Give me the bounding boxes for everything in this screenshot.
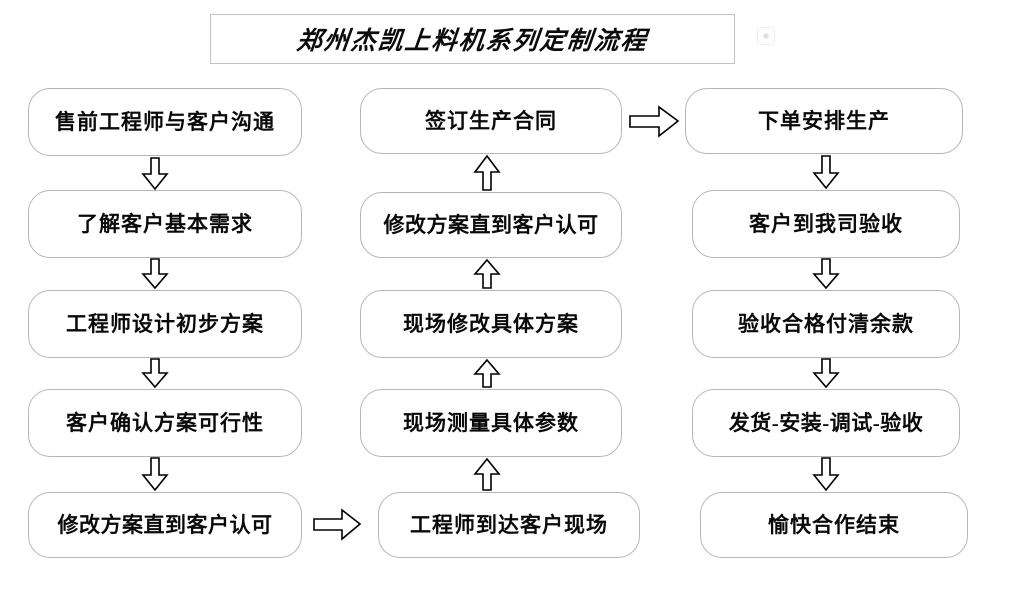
- arrow-down-l1-l2: [141, 157, 169, 191]
- node-m5[interactable]: 工程师到达客户现场: [378, 492, 640, 558]
- node-r1[interactable]: 下单安排生产: [685, 88, 963, 154]
- arrow-down-r2-r3: [812, 258, 840, 290]
- arrow-down-r4-r5: [812, 457, 840, 492]
- node-m1-label: 签订生产合同: [425, 108, 557, 133]
- node-r3[interactable]: 验收合格付清余款: [692, 290, 960, 358]
- arrow-down-l2-l3: [141, 258, 169, 290]
- arrow-down-l3-l4: [141, 358, 169, 389]
- node-l2-label: 了解客户基本需求: [77, 211, 253, 236]
- page-title: 郑州杰凯上料机系列定制流程: [295, 28, 650, 55]
- arrow-up-m3-m2: [473, 258, 501, 289]
- arrow-up-m2-m1: [473, 154, 501, 191]
- node-m4-label: 现场测量具体参数: [403, 410, 579, 435]
- node-m3[interactable]: 现场修改具体方案: [360, 290, 622, 358]
- node-m1[interactable]: 签订生产合同: [360, 88, 622, 154]
- node-r4-label: 发货-安装-调试-验收: [728, 410, 924, 435]
- node-l5[interactable]: 修改方案直到客户认可: [28, 492, 302, 558]
- node-l3[interactable]: 工程师设计初步方案: [28, 290, 302, 358]
- node-r1-label: 下单安排生产: [758, 108, 890, 133]
- node-m3-label: 现场修改具体方案: [403, 311, 579, 336]
- node-l2[interactable]: 了解客户基本需求: [28, 190, 302, 258]
- arrow-down-l4-l5: [141, 457, 169, 492]
- node-m2-label: 修改方案直到客户认可: [383, 212, 599, 237]
- node-m4[interactable]: 现场测量具体参数: [360, 389, 622, 457]
- chart-title-box: 郑州杰凯上料机系列定制流程: [210, 14, 735, 64]
- node-l1[interactable]: 售前工程师与客户沟通: [28, 88, 302, 156]
- arrow-right-m1-r1: [629, 105, 680, 139]
- arrow-up-m5-m4: [473, 457, 501, 491]
- node-r2[interactable]: 客户到我司验收: [692, 190, 960, 258]
- watermark-mark: [757, 27, 775, 45]
- node-r3-label: 验收合格付清余款: [738, 311, 914, 336]
- arrow-up-m4-m3: [473, 358, 501, 388]
- arrow-right-l5-m5: [313, 508, 362, 542]
- node-r5-label: 愉快合作结束: [768, 512, 900, 537]
- node-r4[interactable]: 发货-安装-调试-验收: [692, 389, 960, 457]
- node-r2-label: 客户到我司验收: [749, 211, 903, 236]
- node-l5-label: 修改方案直到客户认可: [57, 512, 273, 537]
- node-m5-label: 工程师到达客户现场: [410, 512, 608, 537]
- node-l1-label: 售前工程师与客户沟通: [55, 109, 275, 134]
- node-l3-label: 工程师设计初步方案: [66, 311, 264, 336]
- node-l4-label: 客户确认方案可行性: [66, 410, 264, 435]
- node-r5[interactable]: 愉快合作结束: [700, 492, 968, 558]
- arrow-down-r1-r2: [812, 155, 840, 190]
- node-m2[interactable]: 修改方案直到客户认可: [360, 192, 622, 258]
- arrow-down-r3-r4: [812, 358, 840, 389]
- node-l4[interactable]: 客户确认方案可行性: [28, 389, 302, 457]
